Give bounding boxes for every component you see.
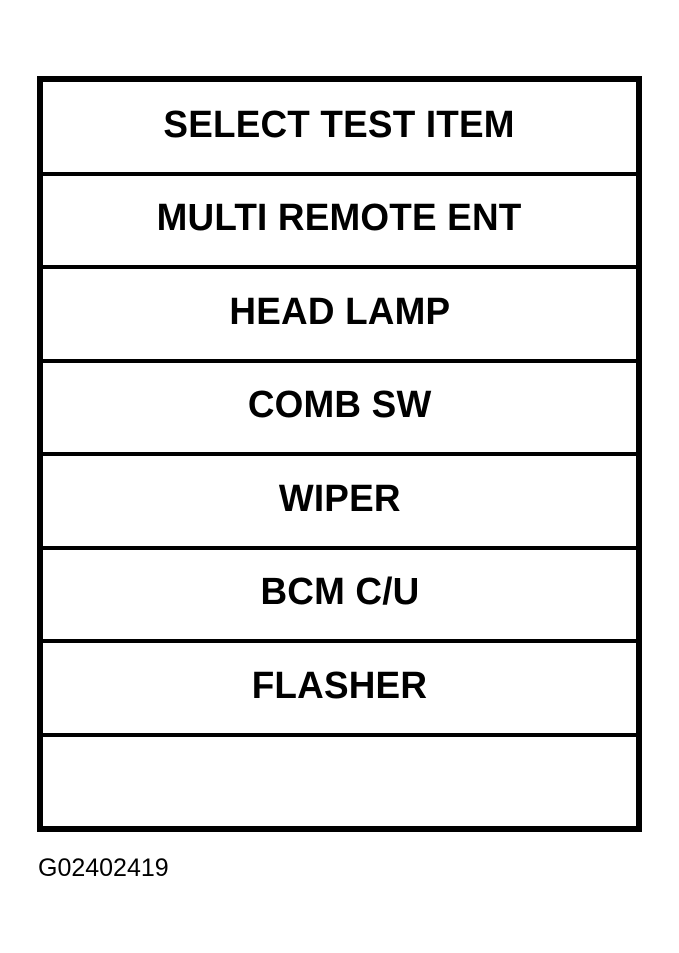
menu-row-label: WIPER [278,477,401,520]
select-test-item-panel: SELECT TEST ITEM MULTI REMOTE ENT HEAD L… [37,76,642,832]
menu-row-comb-sw[interactable]: COMB SW [43,362,636,456]
menu-row-label: COMB SW [247,384,432,427]
menu-row-empty[interactable] [43,736,636,826]
menu-row-label: HEAD LAMP [229,290,450,333]
menu-row-label: MULTI REMOTE ENT [157,197,522,240]
menu-row-wiper[interactable]: WIPER [43,456,636,550]
menu-row-header: SELECT TEST ITEM [43,82,636,176]
menu-row-flasher[interactable]: FLASHER [43,643,636,737]
menu-row-label: SELECT TEST ITEM [163,103,516,146]
menu-row-head-lamp[interactable]: HEAD LAMP [43,269,636,363]
menu-row-label: BCM C/U [259,571,420,614]
menu-row-label: FLASHER [251,664,428,707]
figure-id-caption: G02402419 [38,854,169,882]
menu-row-bcm-cu[interactable]: BCM C/U [43,549,636,643]
menu-row-multi-remote-ent[interactable]: MULTI REMOTE ENT [43,175,636,269]
